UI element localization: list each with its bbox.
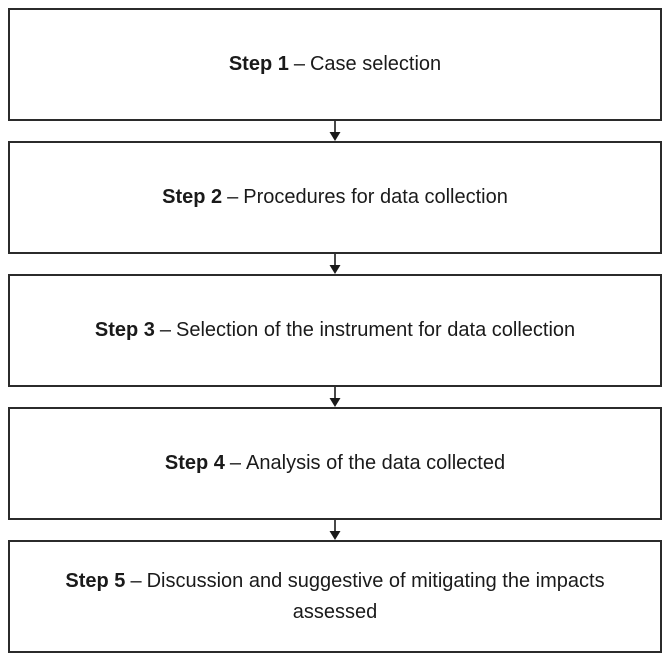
step-4-separator: – bbox=[229, 452, 242, 474]
step-5-separator: – bbox=[130, 569, 142, 592]
step-1-description: Case selection bbox=[309, 53, 442, 75]
flow-box-step-3: Step 3–Selection of the instrument for d… bbox=[8, 274, 662, 387]
step-1-text: Step 1–Case selection bbox=[229, 49, 441, 80]
down-arrow-icon bbox=[329, 387, 341, 407]
step-3-label: Step 3 bbox=[94, 319, 155, 341]
flow-box-step-1: Step 1–Case selection bbox=[8, 8, 662, 121]
connector-3-4 bbox=[8, 387, 662, 407]
flow-box-step-2: Step 2–Procedures for data collection bbox=[8, 141, 662, 254]
step-5-label: Step 5 bbox=[65, 569, 126, 592]
step-4-description: Analysis of the data collected bbox=[246, 452, 506, 474]
step-3-description: Selection of the instrument for data col… bbox=[176, 319, 576, 341]
step-3-text: Step 3–Selection of the instrument for d… bbox=[95, 315, 575, 346]
step-1-label: Step 1 bbox=[228, 53, 289, 75]
down-arrow-icon bbox=[329, 520, 341, 540]
step-2-description: Procedures for data collection bbox=[243, 186, 508, 208]
step-4-text: Step 4–Analysis of the data collected bbox=[165, 448, 505, 479]
step-2-label: Step 2 bbox=[162, 186, 223, 208]
down-arrow-icon bbox=[329, 254, 341, 274]
flow-box-step-4: Step 4–Analysis of the data collected bbox=[8, 407, 662, 520]
flow-box-step-5: Step 5–Discussion and suggestive of miti… bbox=[8, 540, 662, 653]
step-5-text: Step 5–Discussion and suggestive of miti… bbox=[63, 566, 608, 628]
step-2-text: Step 2–Procedures for data collection bbox=[162, 182, 508, 213]
down-arrow-icon bbox=[329, 121, 341, 141]
connector-1-2 bbox=[8, 121, 662, 141]
step-4-label: Step 4 bbox=[164, 452, 225, 474]
connector-4-5 bbox=[8, 520, 662, 540]
connector-2-3 bbox=[8, 254, 662, 274]
step-1-separator: – bbox=[293, 53, 305, 75]
step-3-separator: – bbox=[159, 319, 172, 341]
step-2-separator: – bbox=[227, 186, 239, 208]
step-5-description: Discussion and suggestive of mitigating … bbox=[146, 569, 605, 623]
